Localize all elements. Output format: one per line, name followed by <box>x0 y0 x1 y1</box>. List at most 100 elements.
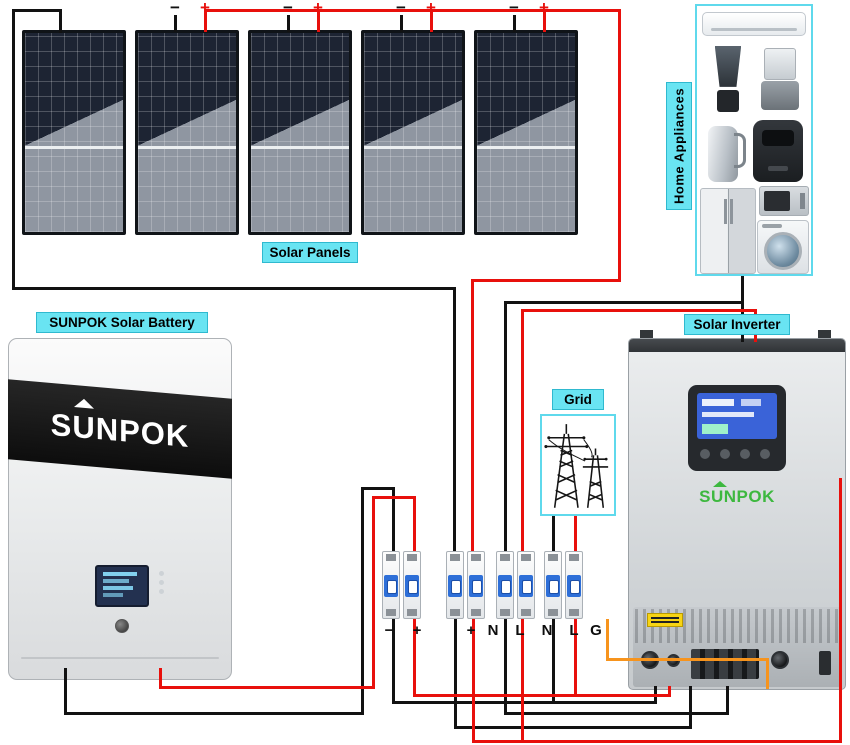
wire <box>413 619 416 697</box>
wire <box>317 11 320 32</box>
inverter-buttons <box>700 449 710 459</box>
solar-panel <box>248 30 352 235</box>
wire <box>204 11 207 32</box>
solar-panel <box>135 30 239 235</box>
wire <box>12 9 60 12</box>
wire <box>361 487 364 715</box>
inverter-logo: SUNPOK <box>629 481 845 507</box>
wire <box>574 514 577 554</box>
circuit-breaker-grid <box>544 551 583 619</box>
breaker-pole <box>446 551 464 619</box>
wire <box>543 11 546 32</box>
panel-terminal-minus: − <box>170 0 180 17</box>
breaker-switch-icon <box>819 651 831 675</box>
caution-sticker-icon <box>647 613 683 627</box>
wire <box>12 9 15 290</box>
wire <box>668 686 671 697</box>
battery-indicator-leds <box>159 571 164 576</box>
wire <box>726 686 729 715</box>
wire <box>64 668 67 715</box>
battery-seam <box>21 657 219 659</box>
breaker-toggle <box>519 575 533 597</box>
inverter-label: Solar Inverter <box>684 314 790 335</box>
wire <box>430 11 433 32</box>
wire <box>159 668 162 689</box>
grid-box <box>540 414 616 516</box>
wire <box>12 287 456 290</box>
breaker-terminal-label: G <box>590 622 602 639</box>
wire <box>204 9 621 12</box>
wire <box>766 658 769 689</box>
wire <box>521 309 524 554</box>
breaker-terminal-label: N <box>541 622 553 639</box>
wire <box>361 487 395 490</box>
battery-power-button <box>115 619 129 633</box>
breaker-pole <box>467 551 485 619</box>
air-conditioner-icon <box>702 12 806 36</box>
transmission-towers-icon <box>544 424 609 508</box>
breaker-toggle <box>546 575 560 597</box>
wire <box>689 686 692 729</box>
breaker-terminal-label: N <box>487 622 499 639</box>
panel-terminal-plus: + <box>200 0 210 17</box>
wire <box>618 9 621 282</box>
battery-brand-band: SUNPOK <box>8 379 232 479</box>
wire <box>521 619 524 743</box>
panel-terminal-plus: + <box>426 0 436 17</box>
breaker-toggle <box>448 575 462 597</box>
inverter-display <box>697 393 777 439</box>
inverter-display-bezel <box>688 385 786 471</box>
wire <box>552 619 555 704</box>
wire <box>372 496 416 499</box>
inverter-unit: SUNPOK <box>628 338 846 690</box>
terminal-block-icon <box>691 649 759 679</box>
solar-panels-label: Solar Panels <box>262 242 358 263</box>
food-processor-icon <box>757 48 803 110</box>
wire <box>521 309 757 312</box>
wire <box>392 619 395 704</box>
wire <box>606 658 769 661</box>
wire <box>392 701 657 704</box>
wire <box>372 496 375 689</box>
breaker-terminal-label: + <box>412 622 422 639</box>
wire <box>454 619 457 729</box>
wire <box>513 15 516 32</box>
port-connector-icon <box>771 651 789 669</box>
breaker-pole <box>565 551 583 619</box>
wire <box>504 301 507 554</box>
solar-panel <box>474 30 578 235</box>
mounting-bracket-icon <box>818 330 831 339</box>
kettle-icon <box>704 118 746 182</box>
wire <box>504 619 507 715</box>
wire <box>413 694 671 697</box>
breaker-terminal-label: + <box>466 622 476 639</box>
wire <box>392 487 395 554</box>
battery-display <box>95 565 149 607</box>
breaker-toggle <box>469 575 483 597</box>
wire <box>839 478 842 743</box>
wire <box>552 514 555 554</box>
inverter-top-band <box>629 339 845 352</box>
wire <box>174 15 177 32</box>
panel-terminal-plus: + <box>313 0 323 17</box>
solar-panel <box>22 30 126 235</box>
breaker-toggle <box>498 575 512 597</box>
wire <box>59 9 62 33</box>
home-appliances-label: Home Appliances <box>666 82 692 210</box>
air-fryer-icon <box>753 120 803 182</box>
wire <box>454 726 692 729</box>
circuit-breaker-battery <box>382 551 421 619</box>
panel-terminal-minus: − <box>509 0 519 17</box>
inverter-connection-panel <box>633 607 841 687</box>
wire <box>64 712 364 715</box>
solar-panel <box>361 30 465 235</box>
wire <box>471 279 474 554</box>
battery-logo: SUNPOK <box>50 406 190 455</box>
breaker-terminal-label: L <box>569 622 579 639</box>
breaker-pole <box>517 551 535 619</box>
mounting-bracket-icon <box>640 330 653 339</box>
breaker-toggle <box>405 575 419 597</box>
breaker-toggle <box>384 575 398 597</box>
home-appliances-panel <box>695 4 813 276</box>
